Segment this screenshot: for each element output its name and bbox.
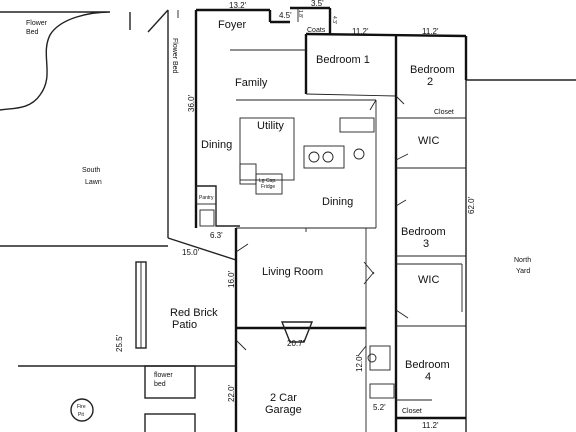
room-label-family: Family [235, 77, 268, 89]
fire-pit [70, 398, 94, 422]
dim-16-0: 16.0' [227, 270, 236, 288]
room-label-coats: Coats [307, 27, 326, 34]
dim-11-2-b: 11.2' [422, 27, 439, 36]
dim-1-8: 1.8' [297, 10, 303, 18]
door-swing [235, 243, 249, 253]
room-label-bedroom4-num: 4 [425, 371, 431, 383]
small-flower-bed [144, 365, 196, 399]
flower-bed-border [0, 11, 111, 111]
bathroom-vanity [369, 345, 391, 371]
room-label-garage-b: Garage [265, 404, 302, 416]
bathtub [369, 383, 395, 399]
house-walls [194, 6, 468, 432]
dim-25-5: 25.5' [115, 334, 124, 352]
room-label-bedroom2: Bedroom [410, 64, 455, 76]
dim-4-5: 4.5' [279, 11, 292, 20]
dim-22-0: 22.0' [227, 384, 236, 402]
door-swing-garage [235, 339, 247, 351]
dim-12-0: 12.0' [355, 354, 364, 372]
sink-left [308, 151, 320, 163]
label-small-flower-bed-b: bed [154, 381, 166, 388]
pantry [195, 185, 217, 205]
door-swing-wic [395, 153, 409, 161]
label-south-lawn-b: Lawn [85, 179, 102, 186]
label-flower-bed: Flower [26, 20, 48, 27]
dim-20-7: 20.7' [287, 339, 305, 348]
garden-edge-line [147, 9, 169, 33]
room-label-closet: Closet [434, 109, 454, 116]
room-label-living: Living Room [262, 266, 323, 278]
fridge-label: Lg Cap. [259, 178, 277, 184]
door-swing-wic2 [395, 309, 409, 319]
room-label-dining: Dining [322, 196, 353, 208]
room-label-closet2: Closet [402, 408, 422, 415]
dim-5-2: 5.2' [373, 403, 386, 412]
sink-right [322, 151, 334, 163]
toilet [367, 353, 377, 363]
label-north-yard: North [514, 257, 531, 264]
room-label-utility: Utility [257, 120, 284, 132]
sink-third [353, 148, 365, 160]
wall-top-bedrooms [305, 32, 467, 38]
fireplace [280, 321, 314, 343]
room-label-bedroom3-num: 3 [423, 238, 429, 250]
label-small-flower-bed: flower [154, 372, 173, 379]
room-label-wic2: WIC [418, 274, 439, 286]
label-fire-pit-b: Pit [78, 412, 84, 418]
label-flower-bed-b: Bed [26, 29, 39, 36]
fridge-label-b: Fridge [261, 184, 275, 190]
dim-3-5: 3.5' [311, 0, 324, 8]
room-label-foyer: Foyer [218, 19, 246, 31]
dim-15-0: 15.0' [182, 248, 200, 257]
dim-62-0: 62.0' [467, 196, 476, 214]
dim-36-0: 36.0' [187, 94, 196, 112]
room-label-pantry: Pantry [199, 195, 214, 201]
kitchen-counter-l [196, 185, 240, 227]
dim-11-2-a: 11.2' [352, 27, 369, 36]
dim-6-3: 6.3' [210, 231, 223, 240]
label-patio-b: Patio [172, 319, 197, 331]
room-label-bedroom4: Bedroom [405, 359, 450, 371]
fence-diagonal [167, 237, 237, 261]
room-label-bedroom3: Bedroom [401, 226, 446, 238]
island-sink [303, 145, 345, 169]
door-swing-bath [357, 345, 367, 357]
door-swing-bed3 [395, 199, 407, 207]
dim-4-3: 4.3' [331, 16, 337, 24]
labels: Foyer Bedroom 1 Bedroom 2 Family Utility… [26, 0, 531, 430]
label-north-yard-b: Yard [516, 268, 530, 275]
lower-planter [144, 413, 196, 432]
room-label-bedroom1: Bedroom 1 [316, 54, 370, 66]
label-fire-pit: Fire [77, 404, 86, 410]
label-patio: Red Brick [170, 307, 218, 319]
door-swing-dining [369, 99, 377, 111]
dim-13-2: 13.2' [229, 1, 247, 10]
utility-counter [339, 117, 375, 133]
utility-room [239, 117, 295, 181]
dim-11-2-c: 11.2' [422, 421, 439, 430]
door-swing-bed2 [395, 95, 405, 105]
washer [199, 209, 215, 227]
room-label-bedroom2-num: 2 [427, 76, 433, 88]
wall-bedroom1-south [305, 93, 397, 97]
stove [239, 163, 257, 185]
room-label-wic: WIC [418, 135, 439, 147]
room-label-dining-left: Dining [201, 139, 232, 151]
door-swing-living [363, 261, 375, 285]
label-south-lawn: South [82, 167, 100, 174]
label-flower-bed-vertical: Flower Bed [171, 38, 178, 74]
site-features [0, 9, 576, 432]
room-label-garage: 2 Car [270, 392, 297, 404]
